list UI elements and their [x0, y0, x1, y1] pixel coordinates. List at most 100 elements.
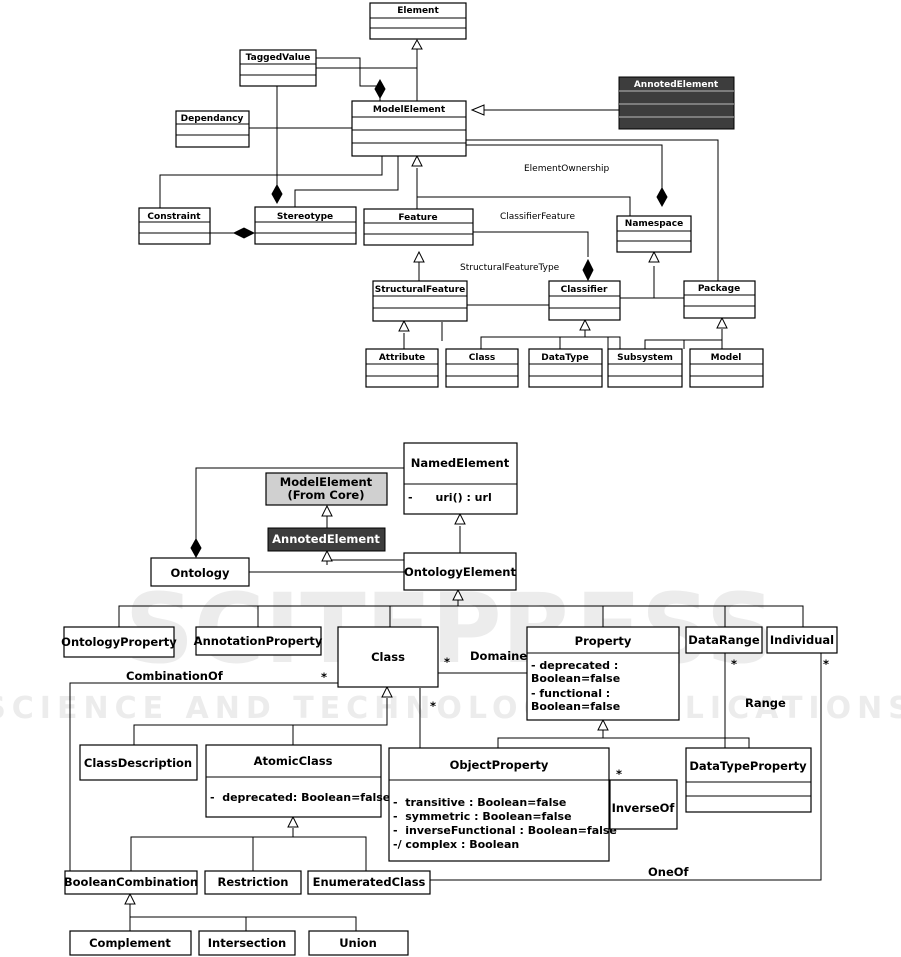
class-inverse-of-label: InverseOf — [612, 801, 676, 815]
class-class-top[interactable]: Class — [445, 348, 519, 388]
class-classifier-top[interactable]: Classifier — [548, 280, 621, 321]
class-inverse-of[interactable]: InverseOf — [609, 779, 678, 830]
class-annoted-element-top[interactable]: AnnotedElement — [618, 76, 735, 130]
class-intersection[interactable]: Intersection — [198, 930, 296, 956]
class-atomic-class[interactable]: AtomicClass - deprecated: Boolean=false — [205, 744, 390, 818]
class-named-element-label: NamedElement — [411, 456, 510, 470]
class-ontology-property[interactable]: OntologyProperty — [61, 626, 177, 658]
class-object-property-attr3: - inverseFunctional : Boolean=false — [393, 824, 617, 837]
class-attribute[interactable]: Attribute — [365, 348, 439, 388]
class-boolean-combination-label: BooleanCombination — [64, 875, 198, 889]
class-package-label: Package — [698, 284, 740, 294]
class-model[interactable]: Model — [689, 348, 764, 388]
mult-star-combination: * — [321, 670, 327, 684]
class-structural-feature[interactable]: StructuralFeature — [372, 280, 468, 322]
class-complement[interactable]: Complement — [69, 930, 192, 956]
class-property[interactable]: Property - deprecated : Boolean=false - … — [526, 626, 680, 721]
class-annoted-element-bottom-label: AnnotedElement — [272, 532, 380, 546]
class-ontology-element-label: OntologyElement — [404, 565, 516, 579]
class-package[interactable]: Package — [683, 280, 756, 319]
class-element-label: Element — [397, 6, 439, 16]
class-namespace[interactable]: Namespace — [616, 215, 692, 253]
class-stereotype[interactable]: Stereotype — [254, 206, 357, 245]
label-one-of: OneOf — [648, 865, 690, 879]
class-enumerated-class-label: EnumeratedClass — [313, 875, 426, 889]
class-class-description[interactable]: ClassDescription — [79, 744, 198, 781]
class-model-element-core-line1: ModelElement — [280, 475, 373, 489]
class-stereotype-label: Stereotype — [277, 212, 333, 222]
class-named-element-op: - uri() : url — [408, 491, 492, 504]
class-intersection-label: Intersection — [208, 936, 286, 950]
top-diagram: Element TaggedValue AnnotedElement Model… — [138, 2, 764, 388]
class-annoted-element-top-label: AnnotedElement — [634, 80, 719, 90]
class-structural-feature-label: StructuralFeature — [375, 285, 465, 295]
class-dependancy[interactable]: Dependancy — [175, 110, 250, 148]
watermark-sub: SCIENCE AND TECHNOLOGY PUBLICATIONS — [0, 691, 901, 726]
class-constraint[interactable]: Constraint — [138, 207, 211, 245]
label-structural-feature-type: StructuralFeatureType — [460, 263, 560, 273]
top-connectors — [159, 48, 723, 349]
class-subsystem-label: Subsystem — [617, 353, 673, 363]
label-classifier-feature: ClassifierFeature — [500, 212, 576, 222]
class-ontology-label: Ontology — [171, 566, 230, 580]
class-ontology-property-label: OntologyProperty — [61, 635, 177, 649]
class-class-description-label: ClassDescription — [84, 756, 192, 770]
class-model-element-core[interactable]: ModelElement (From Core) — [265, 472, 388, 506]
class-object-property-attr4: -/ complex : Boolean — [393, 838, 519, 851]
bottom-diagram: NamedElement - uri() : url ModelElement … — [61, 442, 838, 956]
class-model-element-top-label: ModelElement — [373, 105, 446, 115]
class-annoted-element-bottom[interactable]: AnnotedElement — [267, 527, 386, 552]
class-data-type-property[interactable]: DataTypeProperty — [685, 747, 812, 813]
class-ontology[interactable]: Ontology — [150, 557, 250, 587]
mult-star-class-range: * — [430, 699, 436, 713]
class-data-range[interactable]: DataRange — [685, 626, 763, 654]
class-annotation-property-label: AnnotationProperty — [194, 634, 323, 648]
class-boolean-combination[interactable]: BooleanCombination — [64, 870, 198, 895]
class-attribute-label: Attribute — [379, 353, 425, 363]
class-property-attr2a: - functional : — [531, 687, 610, 700]
class-property-attr2b: Boolean=false — [531, 700, 620, 713]
class-tagged-value-label: TaggedValue — [246, 53, 311, 63]
class-model-label: Model — [711, 353, 742, 363]
class-named-element[interactable]: NamedElement - uri() : url — [403, 442, 518, 515]
class-element[interactable]: Element — [369, 2, 467, 40]
bottom-markers — [124, 504, 609, 905]
class-object-property[interactable]: ObjectProperty - transitive : Boolean=fa… — [388, 747, 617, 862]
class-individual-label: Individual — [770, 633, 834, 647]
class-tagged-value[interactable]: TaggedValue — [239, 49, 317, 87]
class-model-element-top[interactable]: ModelElement — [351, 100, 467, 157]
class-individual[interactable]: Individual — [766, 626, 838, 654]
class-data-type-property-label: DataTypeProperty — [689, 759, 807, 773]
mult-star-domaine: * — [444, 655, 450, 669]
class-annotation-property[interactable]: AnnotationProperty — [194, 626, 323, 656]
label-range: Range — [745, 696, 786, 710]
mult-star-inverse: * — [616, 767, 622, 781]
class-class-bottom[interactable]: Class — [337, 626, 439, 688]
class-enumerated-class[interactable]: EnumeratedClass — [307, 870, 431, 895]
class-object-property-label: ObjectProperty — [450, 758, 549, 772]
class-union-label: Union — [339, 936, 377, 950]
class-data-type[interactable]: DataType — [528, 348, 603, 388]
class-restriction[interactable]: Restriction — [204, 870, 302, 895]
class-classifier-top-label: Classifier — [561, 285, 608, 295]
class-data-range-label: DataRange — [688, 633, 760, 647]
class-data-type-label: DataType — [541, 353, 588, 363]
top-markers — [232, 38, 728, 332]
class-object-property-attr1: - transitive : Boolean=false — [393, 796, 566, 809]
class-ontology-element[interactable]: OntologyElement — [403, 552, 517, 591]
class-model-element-core-line2: (From Core) — [287, 488, 364, 502]
label-element-ownership: ElementOwnership — [524, 164, 610, 174]
label-domaine: Domaine — [470, 649, 527, 663]
class-union[interactable]: Union — [308, 930, 409, 956]
class-class-bottom-label: Class — [371, 650, 405, 664]
class-atomic-class-label: AtomicClass — [254, 754, 333, 768]
class-restriction-label: Restriction — [218, 875, 289, 889]
class-constraint-label: Constraint — [147, 212, 201, 222]
class-property-label: Property — [575, 634, 632, 648]
class-feature[interactable]: Feature — [363, 208, 474, 246]
class-feature-label: Feature — [398, 213, 437, 223]
class-subsystem[interactable]: Subsystem — [607, 348, 683, 388]
class-atomic-class-attr: - deprecated: Boolean=false — [210, 791, 390, 804]
